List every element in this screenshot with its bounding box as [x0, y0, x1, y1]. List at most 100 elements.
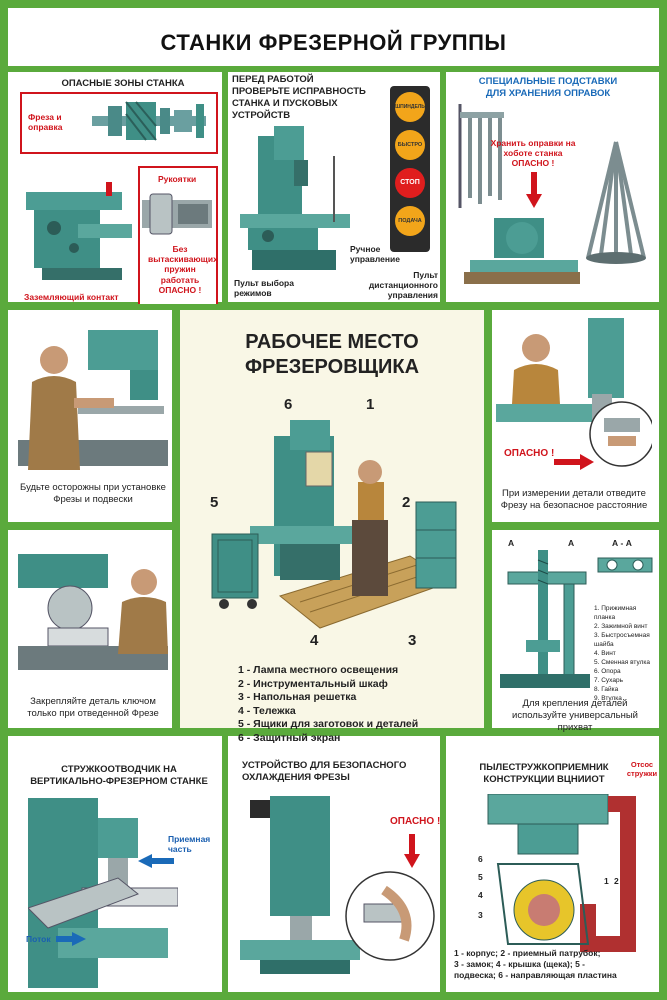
part-item: 5. Сменная втулка [594, 659, 650, 666]
label-suction: Отсос стружки [626, 760, 658, 778]
worker-measuring-part [496, 318, 652, 467]
separator [8, 522, 180, 530]
button-spindle[interactable]: ШПИНДЕЛЬ [395, 92, 425, 122]
label-danger-measure: ОПАСНО ! [504, 448, 555, 459]
button-fast[interactable]: БЫСТРО [395, 130, 425, 160]
worker-tightening-part [18, 554, 168, 670]
button-stop[interactable]: СТОП [395, 168, 425, 198]
poster-title: СТАНКИ ФРЕЗЕРНОЙ ГРУППЫ [160, 30, 507, 55]
workplace-panel: РАБОЧЕЕ МЕСТО ФРЕЗЕРОВЩИКА 6 1 5 2 [180, 310, 484, 744]
label-danger-cooling: ОПАСНО ! [390, 816, 441, 827]
label-remote-panel: Пульт дистанционного управления [368, 270, 438, 301]
section-a-a: А - А [612, 538, 632, 548]
danger-arrow [526, 172, 542, 208]
separator [8, 728, 659, 736]
label-flow: Поток [26, 934, 51, 944]
workplace-title: РАБОЧЕЕ МЕСТО ФРЕЗЕРОВЩИКА [180, 330, 484, 380]
panel8-heading: СТРУЖКООТВОДЧИК НА ВЕРТИКАЛЬНО-ФРЕЗЕРНОМ… [30, 764, 208, 787]
panel10-heading: ПЫЛЕСТРУЖКОПРИЕМНИК КОНСТРУКЦИИ ВЦНИИОТ [479, 762, 609, 785]
separator [222, 66, 228, 310]
danger-arrow-down [404, 834, 420, 868]
collector-callout-3: 3 [478, 910, 483, 920]
part-item: 2. Зажимной винт [594, 623, 648, 630]
collector-legend: 1 - корпус; 2 - приемный патрубок; 3 - з… [454, 948, 654, 981]
poster: СТАНКИ ФРЕЗЕРНОЙ ГРУППЫ ОПАСНЫЕ ЗОНЫ СТА… [8, 8, 659, 992]
separator [440, 736, 446, 992]
part-item: 6. Опора [594, 668, 621, 675]
panel3-heading: СПЕЦИАЛЬНЫЕ ПОДСТАВКИ ДЛЯ ХРАНЕНИЯ ОПРАВ… [478, 76, 618, 99]
separator [8, 66, 659, 72]
chip-collector-drawing [487, 794, 636, 952]
callout-1: 1 [366, 396, 375, 413]
label-manual-control: Ручное управление [350, 244, 400, 265]
part-item: 7. Сухарь [594, 677, 623, 684]
legend-item: 6 - Защитный экран [238, 731, 341, 744]
legend-item: 2 - Инструментальный шкаф [238, 677, 388, 690]
callout-6: 6 [284, 396, 293, 413]
label-cutter: Фреза и оправка [28, 112, 63, 133]
label-springs: Без вытаскивающих пружин работать ОПАСНО… [148, 244, 218, 295]
collector-legend-line: 3 - замок; 4 - крышка (щека); 5 - [454, 959, 586, 969]
panel6-caption: Закрепляйте деталь ключом только при отв… [27, 696, 159, 719]
panel2-heading: ПЕРЕД РАБОТОЙ ПРОВЕРЬТЕ ИСПРАВНОСТЬ СТАН… [232, 74, 366, 121]
collector-legend-line: 1 - корпус; 2 - приемный патрубок; [454, 948, 601, 958]
callout-5: 5 [210, 494, 219, 511]
callout-3: 3 [408, 632, 417, 649]
separator [222, 736, 228, 992]
handle-illustration [142, 193, 212, 235]
separator [8, 302, 659, 310]
cutter-arbor-illustration [92, 101, 206, 141]
workplace-title-line2: ФРЕЗЕРОВЩИКА [244, 356, 420, 378]
label-mode-panel: Пульт выбора режимов [234, 278, 294, 299]
part-item: 9. Втулка [594, 695, 622, 702]
clamp-section [597, 557, 653, 573]
label-receiver: Приемная часть [168, 834, 211, 855]
blue-arrow-receiver [138, 854, 174, 868]
clamp-parts-list: 1. Прижимная планка 2. Зажимной винт 3. … [594, 604, 656, 703]
callout-2: 2 [402, 494, 411, 511]
collector-callout-2: 2 [614, 876, 619, 886]
label-ground: Заземляющий контакт [24, 292, 119, 302]
panel4-caption: Будьте осторожны при установке Фрезы и п… [20, 482, 166, 505]
danger-arrow-right [554, 454, 594, 470]
part-item: 4. Винт [594, 650, 616, 657]
cooling-device-machine [240, 796, 360, 974]
collector-callout-4: 4 [478, 890, 483, 900]
panel7-caption: Для крепления деталей используйте универ… [512, 698, 638, 733]
collector-callout-5: 5 [478, 872, 483, 882]
workplace-title-line1: РАБОЧЕЕ МЕСТО [245, 331, 419, 353]
callout-4: 4 [310, 632, 319, 649]
handles-callout [138, 166, 218, 304]
section-a-right: А [568, 538, 575, 548]
legend-item: 4 - Тележка [238, 704, 296, 717]
legend-item: 5 - Ящики для заготовок и деталей [238, 718, 419, 730]
legend-item: 1 - Лампа местного освещения [238, 664, 399, 676]
cone-arbor-stand [586, 141, 646, 264]
blue-arrow-flow [56, 932, 86, 946]
workplace-illustration [211, 420, 457, 629]
collector-callout-6: 6 [478, 854, 483, 864]
label-storage-warning: Хранить оправки на хоботе станка ОПАСНО … [490, 138, 576, 169]
arbor-rack-illustration [458, 104, 504, 208]
separator [440, 66, 446, 310]
vertical-milling-machine [240, 126, 350, 270]
chip-deflector-machine [28, 798, 178, 988]
clamp-drawing [500, 550, 590, 688]
separator [484, 522, 659, 530]
horizontal-milling-machine [26, 182, 132, 280]
machine-with-arbor [464, 218, 580, 284]
label-handles: Рукоятки [158, 174, 197, 184]
part-item: 1. Прижимная планка [594, 605, 637, 621]
cooling-detail-circle [345, 871, 435, 961]
section-a-left: А [508, 538, 515, 548]
collector-callout-1: 1 [604, 876, 609, 886]
collector-legend-line: подвеска; 6 - направляющая пластина [454, 970, 617, 980]
part-item: 8. Гайка [594, 686, 619, 693]
part-item: 3. Быстросъемная шайба [594, 632, 650, 648]
legend-item: 3 - Напольная решетка [238, 691, 357, 703]
button-feed[interactable]: ПОДАЧА [395, 206, 425, 236]
workplace-legend: 1 - Лампа местного освещения 2 - Инструм… [238, 664, 418, 745]
panel1-heading: ОПАСНЫЕ ЗОНЫ СТАНКА [61, 78, 185, 89]
panel9-heading: УСТРОЙСТВО ДЛЯ БЕЗОПАСНОГО ОХЛАЖДЕНИЯ ФР… [242, 760, 407, 783]
panel5-caption: При измерении детали отведите Фрезу на б… [500, 488, 648, 511]
